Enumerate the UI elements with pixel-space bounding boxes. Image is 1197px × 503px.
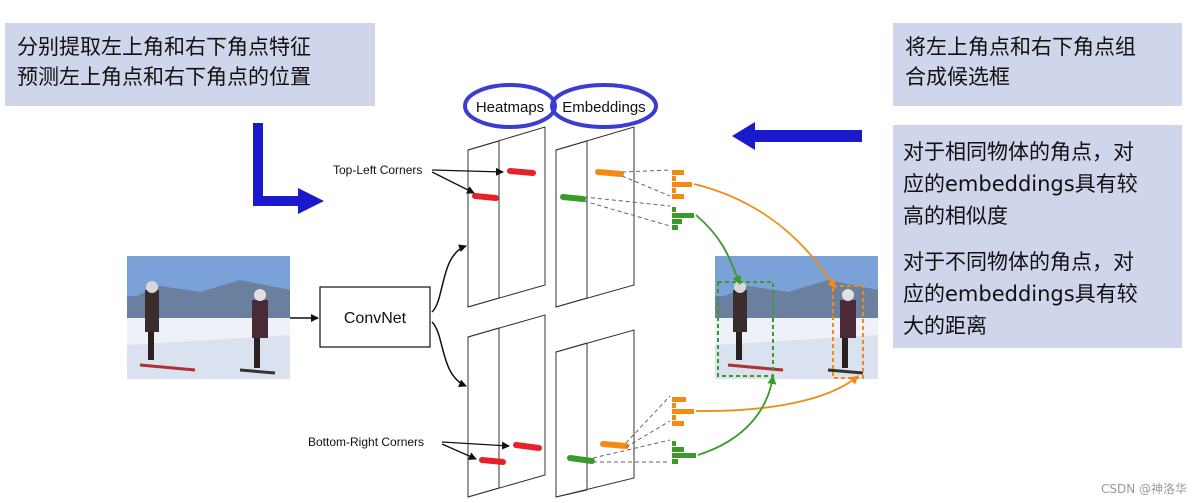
bottom-green-embedding-icon bbox=[672, 441, 696, 464]
right-bottom-note-line-1: 对于相同物体的角点，对 bbox=[903, 140, 1134, 164]
bottom-right-arrow-1 bbox=[441, 441, 510, 450]
heatmaps-label: Heatmaps bbox=[476, 99, 544, 116]
top-left-arrow-1 bbox=[431, 167, 504, 176]
left-note-line-2: 预测左上角点和右下角点的位置 bbox=[17, 65, 311, 89]
right-bottom-note-line-4: 对于不同物体的角点，对 bbox=[903, 250, 1134, 274]
left-note: 分别提取左上角和右下角点特征 预测左上角点和右下角点的位置 bbox=[5, 23, 375, 106]
blue-left-arrow-icon bbox=[732, 122, 862, 150]
top-green-group-arrow bbox=[695, 214, 742, 285]
top-embedding-block bbox=[555, 126, 635, 308]
right-bottom-note-line-6: 大的距离 bbox=[903, 314, 987, 338]
orange-detection-box bbox=[832, 285, 864, 379]
top-heatmap-marker-1 bbox=[507, 168, 536, 176]
left-note-line-1: 分别提取左上角和右下角点特征 bbox=[17, 35, 311, 59]
right-bottom-note-line-5: 应的embeddings具有较 bbox=[903, 282, 1138, 306]
convnet-box bbox=[319, 286, 431, 348]
right-bottom-note-line-2: 应的embeddings具有较 bbox=[903, 172, 1138, 196]
top-heatmap-marker-2 bbox=[472, 193, 499, 201]
convnet-to-bottom-arrow bbox=[431, 321, 467, 387]
convnet-to-top-arrow bbox=[431, 244, 467, 313]
right-top-note: 将左上角点和右下角点组 合成候选框 bbox=[893, 23, 1182, 106]
right-top-note-line-1: 将左上角点和右下角点组 bbox=[905, 35, 1136, 59]
top-heatmap-block bbox=[467, 126, 546, 308]
bottom-orange-embedding-icon bbox=[672, 397, 694, 426]
bottom-green-group-arrow bbox=[697, 375, 777, 456]
embeddings-ellipse bbox=[550, 83, 658, 129]
bottom-embedding-block bbox=[555, 329, 635, 498]
right-top-note-line-2: 合成候选框 bbox=[905, 65, 1010, 89]
heatmaps-ellipse bbox=[463, 83, 557, 129]
bottom-right-corners-label: Bottom-Right Corners bbox=[308, 435, 424, 449]
right-bottom-note-line-3: 高的相似度 bbox=[903, 204, 1008, 228]
top-orange-embedding-icon bbox=[672, 170, 692, 199]
input-ski-photo bbox=[127, 256, 290, 379]
bottom-embedding-green-marker bbox=[567, 455, 595, 464]
blue-down-right-arrow-icon bbox=[253, 123, 324, 214]
output-ski-photo bbox=[715, 256, 878, 379]
watermark: CSDN @神洛华 bbox=[1100, 482, 1187, 496]
convnet-label: ConvNet bbox=[344, 310, 407, 327]
bottom-embedding-orange-marker bbox=[600, 441, 629, 449]
bottom-heatmap-marker-1 bbox=[513, 442, 542, 451]
bottom-orange-group-arrow bbox=[695, 375, 859, 412]
bottom-right-arrow-2 bbox=[441, 443, 477, 460]
dashed-projection-lines bbox=[583, 169, 671, 463]
top-embedding-green-marker bbox=[560, 194, 586, 202]
bottom-heatmap-marker-2 bbox=[479, 457, 506, 465]
top-left-arrow-2 bbox=[431, 171, 475, 194]
top-embedding-orange-marker bbox=[595, 169, 624, 177]
embeddings-label: Embeddings bbox=[562, 99, 645, 116]
top-orange-group-arrow bbox=[693, 183, 836, 289]
bottom-heatmap-block bbox=[467, 314, 546, 498]
right-bottom-note: 对于相同物体的角点，对 应的embeddings具有较 高的相似度 对于不同物体… bbox=[893, 125, 1182, 348]
top-left-corners-label: Top-Left Corners bbox=[333, 163, 422, 177]
top-green-embedding-icon bbox=[672, 207, 694, 230]
green-detection-box bbox=[717, 281, 774, 377]
